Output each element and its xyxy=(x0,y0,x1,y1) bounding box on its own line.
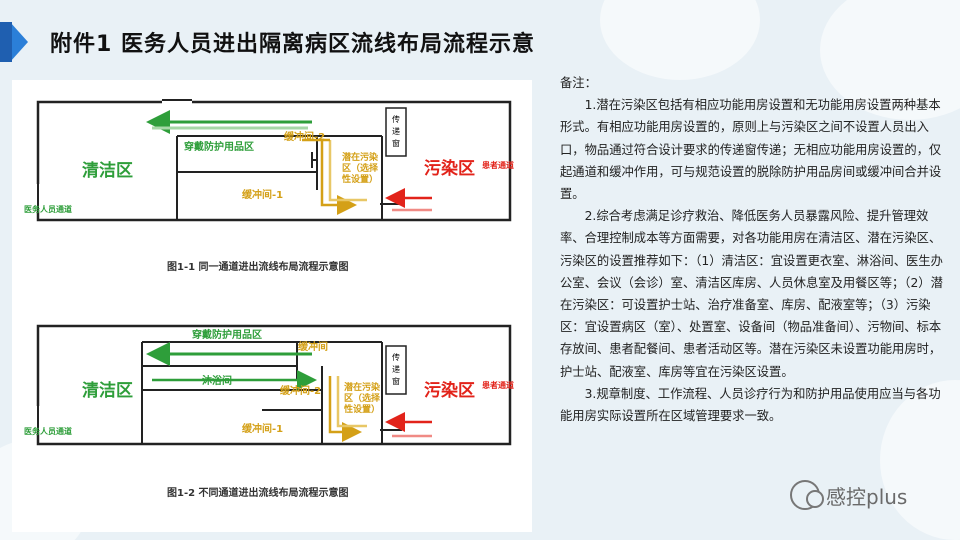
room-label-buffer1: 缓冲间-1 xyxy=(241,422,283,435)
zone-label-clean: 清洁区 xyxy=(82,160,133,181)
zone-label-dirty: 污染区 xyxy=(424,158,475,179)
channel-label-patient: 患者通道 xyxy=(482,380,514,390)
flow-arrow-buffer xyxy=(328,376,362,442)
zone-label-potential: 性设置） xyxy=(344,403,380,415)
wechat-icon xyxy=(790,480,824,510)
notes-panel: 备注： 1.潜在污染区包括有相应功能用房设置和无功能用房设置两种基本形式。有相应… xyxy=(560,72,950,427)
figure-panel: 传 递 窗 清洁区 污染区 穿戴防护用品区 缓冲间-2 缓冲间-1 潜在污染 区… xyxy=(12,80,532,532)
title-accent-arrow xyxy=(10,22,28,62)
room-label-donning: 穿戴防护用品区 xyxy=(184,140,254,153)
door-gap xyxy=(162,98,192,106)
room-label-buffer2: 缓冲间-2 xyxy=(283,130,325,143)
channel-label-staff: 医务人员通道 xyxy=(24,204,72,214)
room-label-buffer2: 缓冲间-2 xyxy=(279,384,321,397)
pass-window xyxy=(385,107,407,157)
watermark-text: 感控plus xyxy=(826,484,908,509)
note-item-1: 1.潜在污染区包括有相应功能用房设置和无功能用房设置两种基本形式。有相应功能用房… xyxy=(560,98,942,202)
notes-heading: 备注： xyxy=(560,76,597,90)
channel-label-staff: 医务人员通道 xyxy=(24,426,72,436)
pass-window-label: 窗 xyxy=(392,376,400,386)
flow-arrow-buffer xyxy=(320,140,357,215)
room-label-buffer1: 缓冲间-1 xyxy=(241,188,283,201)
room-label-buffer: 缓冲间 xyxy=(297,340,328,353)
diagram-2: 传 递 窗 清洁区 污染区 穿戴防护用品区 沐浴间 缓冲间 缓冲间-2 缓冲间-… xyxy=(24,324,514,499)
zone-label-potential: 区（选择 xyxy=(344,392,381,404)
room-label-shower: 沐浴间 xyxy=(202,374,232,387)
zone-label-potential: 性设置） xyxy=(342,173,378,185)
note-item-2: 2.综合考虑满足诊疗救治、降低医务人员暴露风险、提升管理效率、合理控制成本等方面… xyxy=(560,209,943,379)
note-item-3: 3.规章制度、工作流程、人员诊疗行为和防护用品使用应当与各功能用房实际设置所在区… xyxy=(560,386,941,424)
pass-window xyxy=(385,345,407,395)
diagram-1: 传 递 窗 清洁区 污染区 穿戴防护用品区 缓冲间-2 缓冲间-1 潜在污染 区… xyxy=(24,98,514,273)
pass-window-label: 递 xyxy=(392,364,400,374)
title-accent-bar xyxy=(0,22,12,62)
pass-window-label: 窗 xyxy=(392,138,400,148)
page-title: 附件1 医务人员进出隔离病区流线布局流程示意 xyxy=(50,32,535,57)
pass-window-label: 递 xyxy=(392,126,400,136)
title-bar: 附件1 医务人员进出隔离病区流线布局流程示意 xyxy=(0,22,960,62)
zone-label-potential: 区（选择 xyxy=(342,162,379,174)
figure-caption: 图1-1 同一通道进出流线布局流程示意图 xyxy=(167,260,349,273)
outer-wall xyxy=(36,100,512,222)
figure-caption: 图1-2 不同通道进出流线布局流程示意图 xyxy=(167,486,349,499)
flow-diagrams: 传 递 窗 清洁区 污染区 穿戴防护用品区 缓冲间-2 缓冲间-1 潜在污染 区… xyxy=(24,98,514,499)
flow-arrow-buffer xyxy=(336,376,367,428)
watermark: 感控plus xyxy=(790,480,907,510)
pass-window-label: 传 xyxy=(392,352,400,362)
pass-window-label: 传 xyxy=(392,114,400,124)
flow-arrow-buffer xyxy=(328,140,367,202)
zone-label-dirty: 污染区 xyxy=(424,380,475,401)
room-label-donning: 穿戴防护用品区 xyxy=(192,328,262,341)
zone-label-potential: 潜在污染 xyxy=(342,151,379,163)
zone-label-clean: 清洁区 xyxy=(82,380,133,401)
outer-wall xyxy=(36,324,512,446)
zone-label-potential: 潜在污染 xyxy=(344,381,381,393)
channel-label-patient: 患者通道 xyxy=(482,160,514,170)
